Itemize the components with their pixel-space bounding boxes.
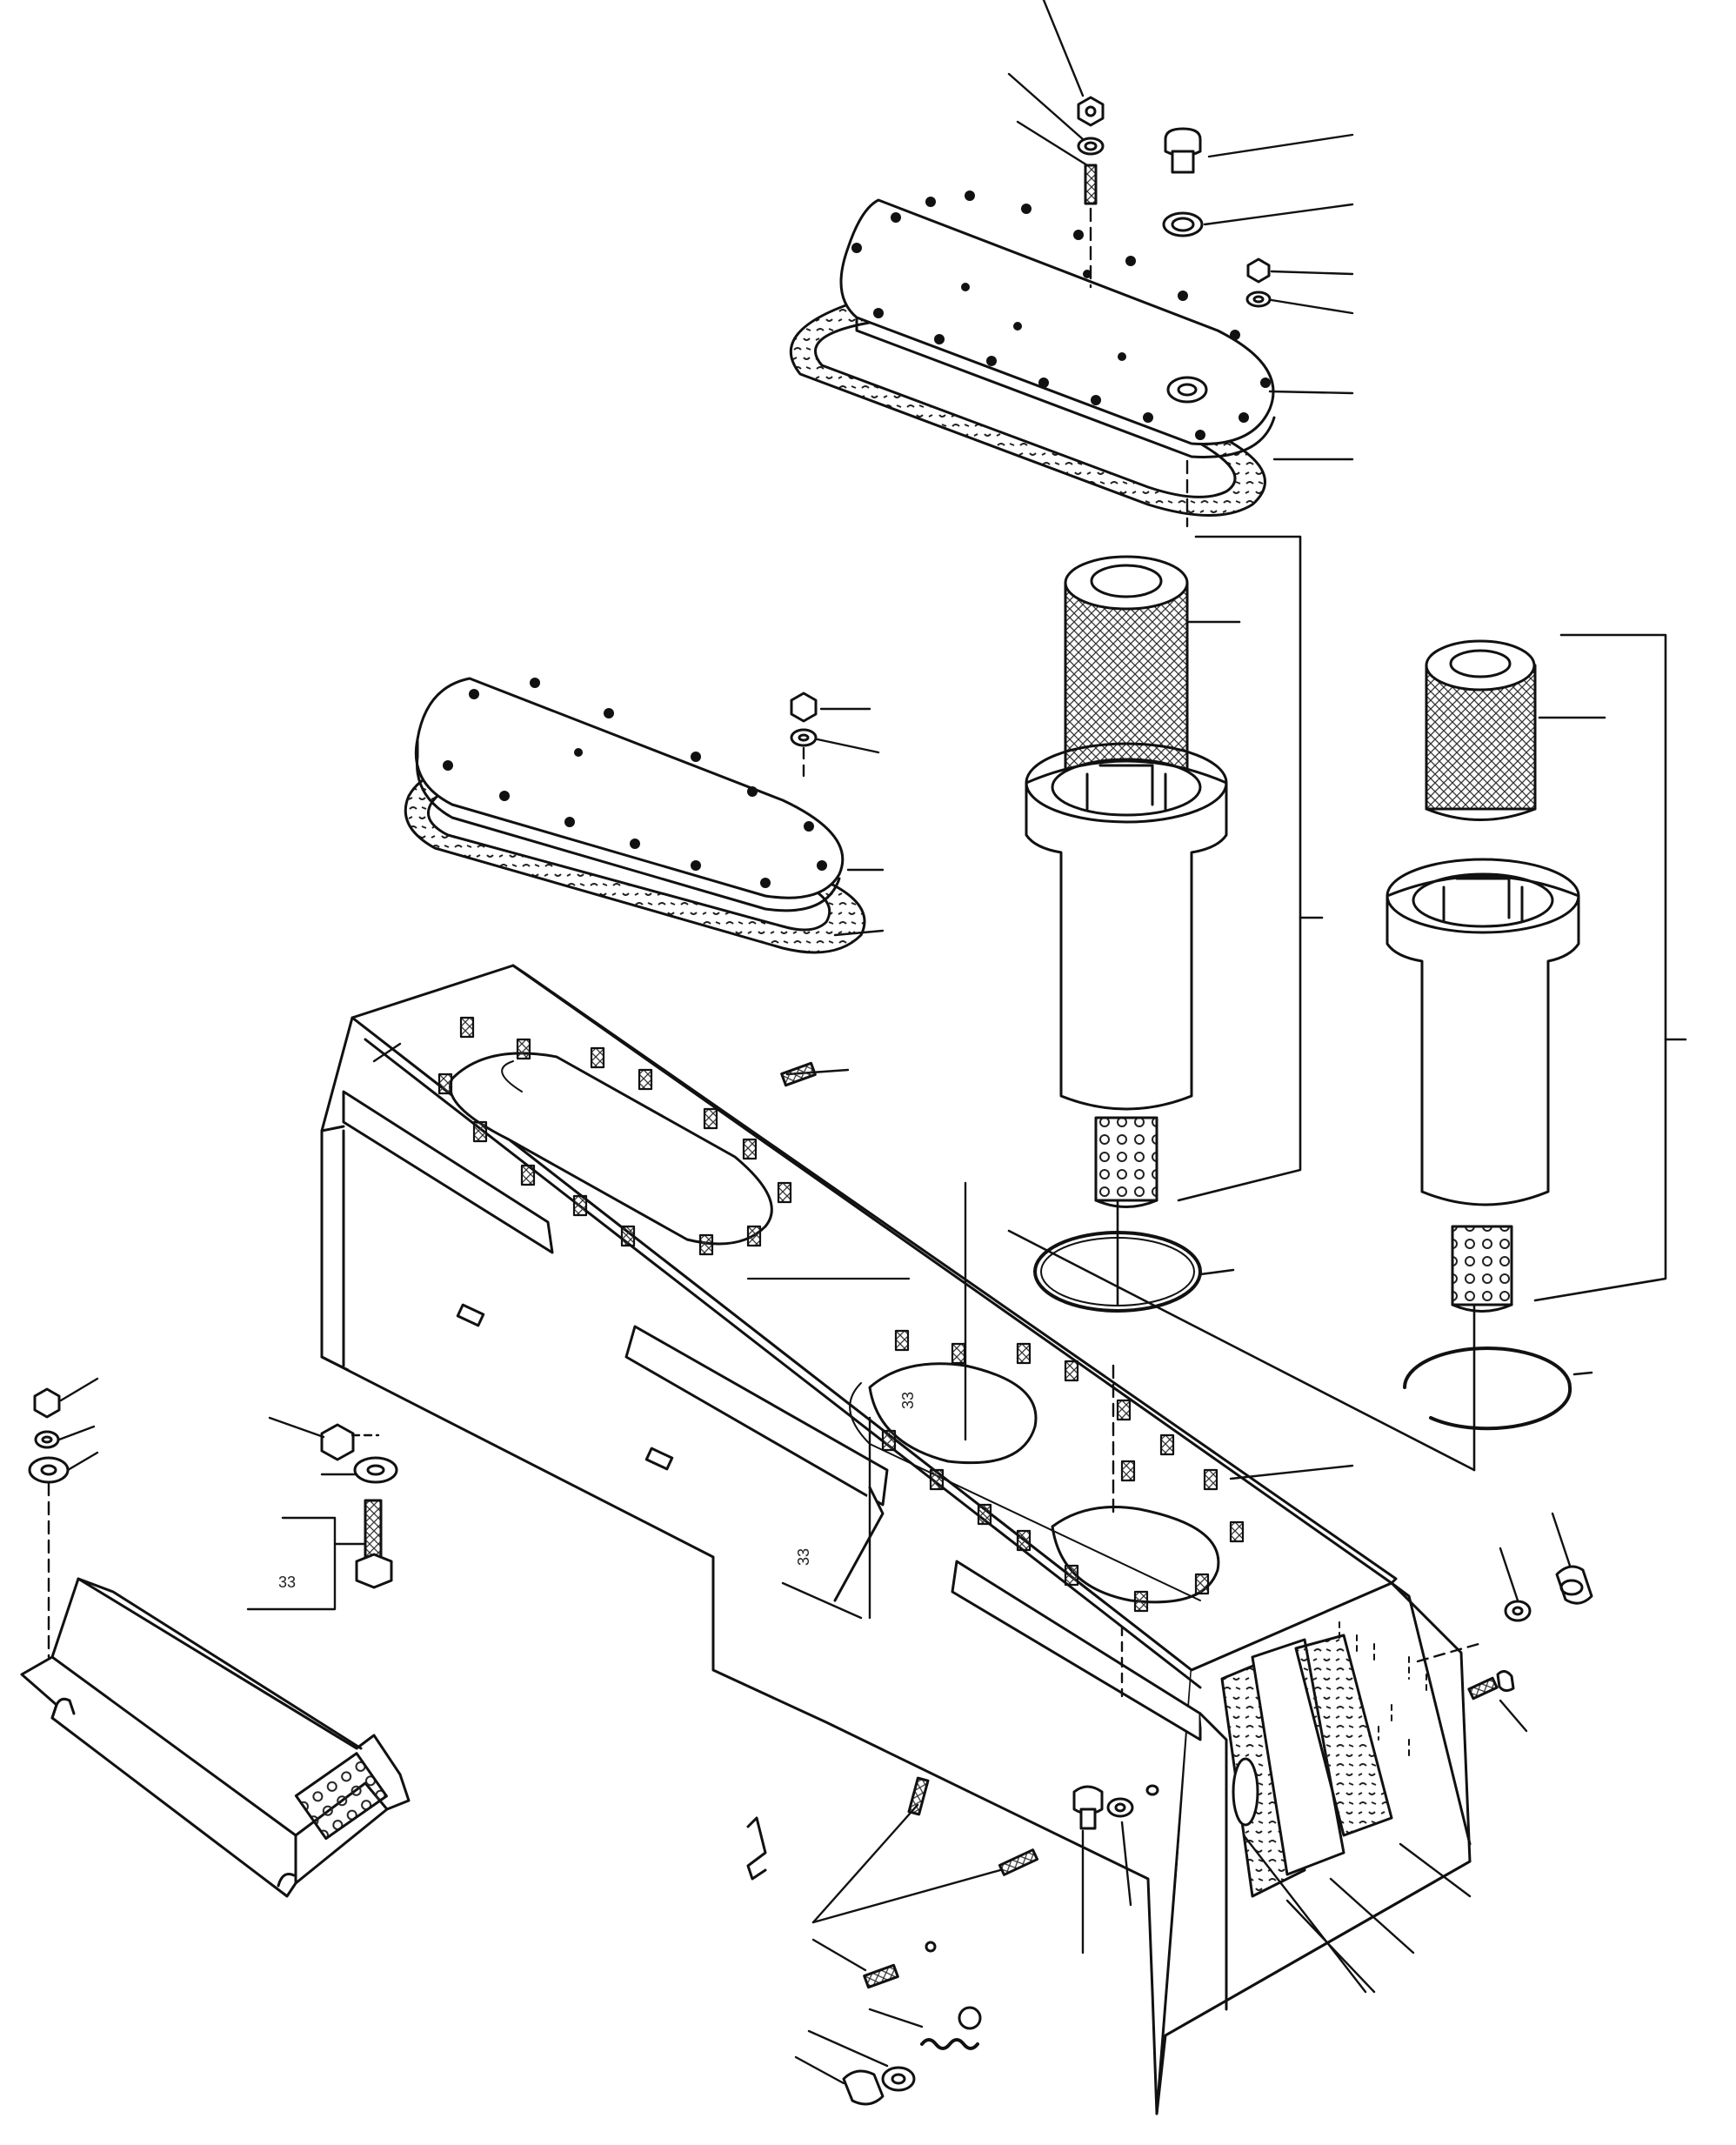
washer-right [1504, 1600, 1532, 1622]
bracket-clip [746, 1816, 767, 1881]
stud-top [1084, 164, 1098, 205]
leader-lines-left-cover [802, 707, 885, 937]
lock-washer-top [1077, 137, 1105, 156]
bolt-right [1467, 1670, 1515, 1701]
nut-left-cover [790, 692, 818, 723]
washer-guard [353, 1456, 398, 1484]
cover-gasket-upper [790, 298, 1266, 517]
tank-studs [437, 1016, 1245, 1613]
leader-lines-top [1007, 0, 1354, 528]
leader-lines-bottom [372, 1042, 1572, 2085]
nut-left [33, 1387, 61, 1419]
nut-top [1077, 96, 1105, 127]
plug-right [1555, 1565, 1593, 1605]
screw-side-small [1145, 1784, 1159, 1796]
o-ring-2 [1403, 1346, 1572, 1431]
strainer-housing-2 [1385, 858, 1580, 1313]
hydraulic-tank-body [320, 964, 1472, 2115]
bolt-tank-top [780, 1061, 817, 1087]
drain-plug-bottom [842, 2066, 916, 2106]
lock-washer-top-right [1245, 291, 1272, 308]
annotation-label-c: 33 [278, 1574, 296, 1591]
cover-plate-left [414, 677, 845, 912]
leader-lines-guard [246, 1416, 380, 1611]
fill-plug-top [1164, 127, 1202, 174]
annotation-label-b: 33 [795, 1548, 812, 1566]
bolt-guard [355, 1499, 393, 1589]
annotation-label-a: 33 [899, 1392, 917, 1409]
cover-bolt-holes-left [443, 678, 827, 888]
sealing-washer-top [1162, 211, 1204, 237]
tank-end-hatching [1339, 1621, 1427, 1756]
washer-left-cover [790, 728, 818, 747]
check-valve-spring [920, 2006, 982, 2050]
filter-element-2 [1425, 639, 1537, 821]
lock-washer-left [34, 1430, 60, 1449]
cap-screw-bottom [863, 1941, 937, 1989]
cap-screw-mid [998, 1848, 1039, 1876]
flat-washer-left [28, 1456, 70, 1484]
inspection-cover-plates [1220, 1634, 1393, 1898]
cover-plate-upper [839, 198, 1276, 458]
guard-plate [20, 1577, 411, 1898]
tank-opening-center [849, 1362, 1220, 1604]
nut-guard [320, 1423, 355, 1461]
tank-side-brackets [342, 1090, 1228, 2011]
cover-bolt-holes-upper [851, 190, 1271, 440]
tank-slots [456, 1303, 674, 1471]
cap-screw-top [907, 1776, 930, 1816]
bracket-filter-2 [1007, 633, 1687, 1472]
plug-side [1072, 1785, 1104, 1830]
washer-side [1106, 1797, 1134, 1818]
nut-top-right [1246, 257, 1271, 284]
leader-lines-left-hw [47, 1377, 99, 1659]
strainer-housing-1 [1025, 742, 1228, 1208]
